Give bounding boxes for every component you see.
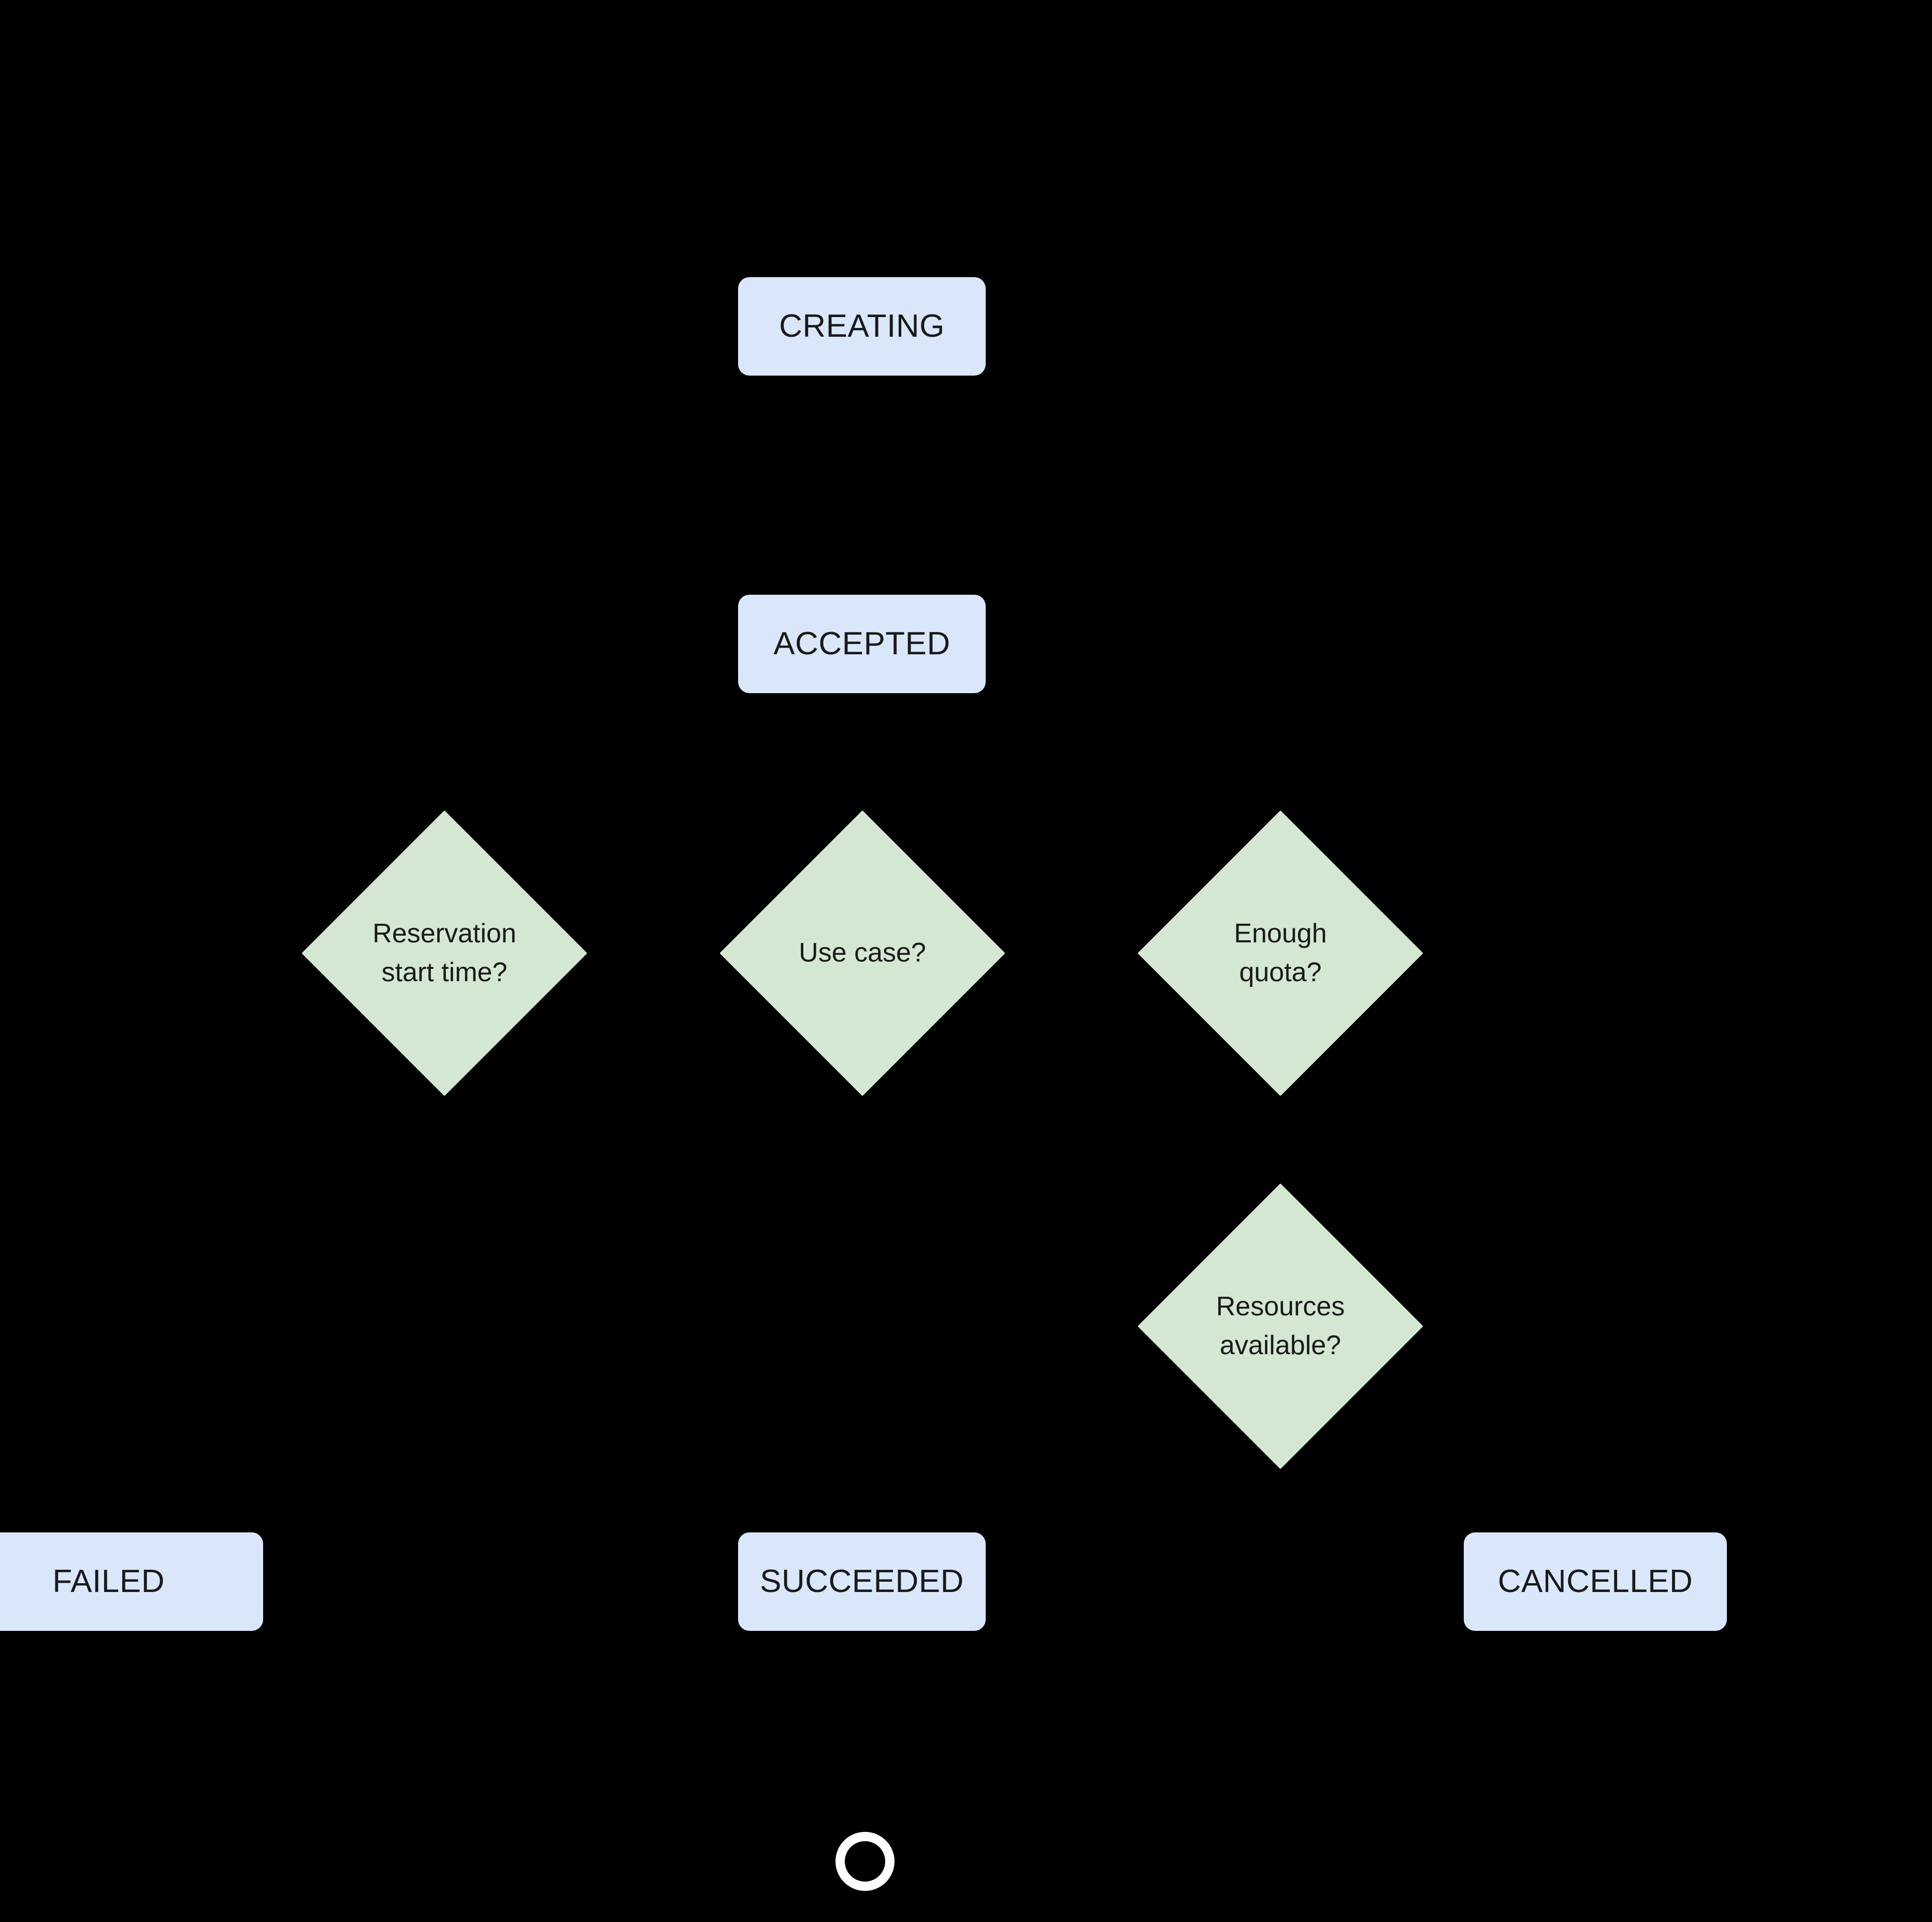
- state-node-cancelled[interactable]: CANCELLED: [1464, 1532, 1727, 1631]
- decision-node-enough-quota[interactable]: Enough quota?: [1137, 810, 1423, 1096]
- decision-node-resources-available[interactable]: Resources available?: [1137, 1183, 1423, 1469]
- state-label-creating: CREATING: [779, 308, 945, 344]
- edge-usecase-to-succeeded: [860, 1054, 863, 1532]
- decision-node-use-case[interactable]: Use case?: [719, 810, 1005, 1096]
- decision-label-use-case: Use case?: [799, 938, 926, 968]
- state-label-failed: FAILED: [52, 1563, 165, 1599]
- state-node-succeeded[interactable]: SUCCEEDED: [738, 1532, 986, 1631]
- decision-label-enough-quota: Enough quota?: [1234, 918, 1327, 987]
- decision-label-reservation-start-time: Reservation start time?: [372, 918, 516, 987]
- state-label-cancelled: CANCELLED: [1497, 1563, 1693, 1599]
- state-node-creating[interactable]: CREATING: [738, 277, 986, 376]
- state-node-accepted[interactable]: ACCEPTED: [738, 595, 986, 693]
- decision-node-reservation-start-time[interactable]: Reservation start time?: [301, 810, 587, 1096]
- edge-starttime-to-failed: [132, 1054, 135, 1532]
- state-node-failed[interactable]: FAILED: [0, 1532, 263, 1631]
- edge-creating-to-accepted: [860, 376, 863, 595]
- state-label-accepted: ACCEPTED: [773, 625, 950, 662]
- decision-label-resources-available: Resources available?: [1216, 1291, 1345, 1360]
- terminal-end-circle[interactable]: [835, 1832, 895, 1891]
- state-label-succeeded: SUCCEEDED: [760, 1563, 964, 1599]
